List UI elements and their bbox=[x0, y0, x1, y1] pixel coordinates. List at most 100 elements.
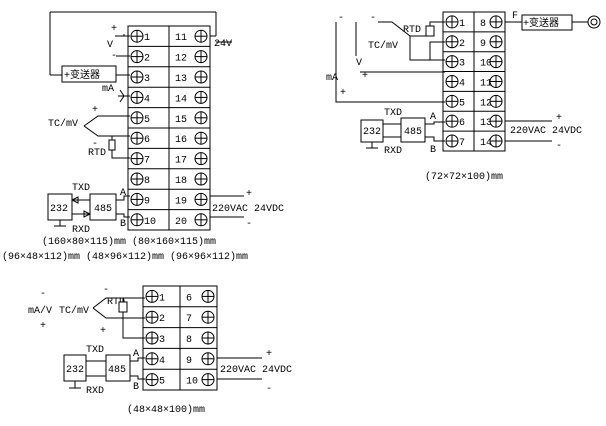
screw-terminal-icon bbox=[130, 90, 144, 104]
voltage-input-label: V bbox=[356, 58, 362, 69]
terminal-number: 6 bbox=[144, 135, 150, 146]
screw-terminal-icon bbox=[445, 114, 459, 128]
screw-terminal-icon bbox=[194, 192, 208, 206]
terminal-number: 11 bbox=[480, 78, 492, 89]
terminal-number: 9 bbox=[186, 356, 192, 367]
screw-terminal-icon bbox=[445, 134, 459, 148]
thermocouple-label: TC/mV bbox=[59, 305, 89, 317]
supply-24v-label: 24V bbox=[214, 39, 232, 50]
terminal-number: 10 bbox=[480, 59, 492, 70]
terminal-b-label: B bbox=[133, 382, 139, 393]
screw-terminal-icon bbox=[145, 373, 159, 387]
terminal-number: 5 bbox=[459, 98, 465, 109]
screw-terminal-icon bbox=[145, 289, 159, 303]
plus-sign: + bbox=[246, 189, 252, 200]
rs485-box-a bbox=[89, 193, 117, 221]
output-f-label: F bbox=[512, 11, 518, 22]
terminal-number: 9 bbox=[480, 39, 486, 50]
terminal-number: 10 bbox=[144, 217, 156, 228]
screw-terminal-icon bbox=[194, 111, 208, 125]
screw-terminal-icon bbox=[489, 74, 503, 88]
terminal-number: 3 bbox=[459, 59, 465, 70]
terminal-number: 14 bbox=[175, 94, 187, 105]
rxd-label: RXD bbox=[72, 225, 90, 236]
terminal-number: 7 bbox=[186, 314, 192, 325]
terminal-number: 7 bbox=[459, 138, 465, 149]
screw-terminal-icon bbox=[445, 15, 459, 29]
screw-terminal-icon bbox=[145, 352, 159, 366]
terminal-number: 3 bbox=[159, 335, 165, 346]
terminal-number: 9 bbox=[144, 196, 150, 207]
size-caption-a1: (160×80×115)mm (80×160×115)mm bbox=[42, 236, 216, 248]
minus-sign: - bbox=[40, 289, 46, 300]
txd-label: TXD bbox=[384, 108, 402, 119]
power-supply-label: 220VAC 24VDC bbox=[510, 126, 582, 137]
terminal-number: 16 bbox=[175, 135, 187, 146]
txd-label: TXD bbox=[86, 345, 104, 356]
terminal-number: 8 bbox=[480, 19, 486, 30]
screw-terminal-icon bbox=[130, 70, 144, 84]
rtd-label: RTD bbox=[403, 25, 421, 36]
terminal-number: 1 bbox=[144, 33, 150, 44]
terminal-number: 14 bbox=[480, 138, 492, 149]
screw-terminal-icon bbox=[194, 152, 208, 166]
rs232-label: 232 bbox=[66, 365, 84, 376]
screw-terminal-icon bbox=[489, 15, 503, 29]
rtd-label: RTD bbox=[107, 297, 125, 308]
transmitter-label-a: +变送器 bbox=[64, 68, 100, 82]
plus-sign: + bbox=[340, 88, 346, 99]
screw-terminal-icon bbox=[130, 29, 144, 43]
thermocouple-label: TC/mV bbox=[48, 118, 78, 130]
rs232-box-a bbox=[47, 193, 73, 221]
terminal-number: 19 bbox=[175, 196, 187, 207]
terminal-number: 17 bbox=[175, 156, 187, 167]
terminal-b-label: B bbox=[120, 219, 126, 230]
terminal-number: 18 bbox=[175, 176, 187, 187]
screw-terminal-icon bbox=[130, 111, 144, 125]
terminal-number: 1 bbox=[159, 293, 165, 304]
screw-terminal-icon bbox=[145, 310, 159, 324]
transmitter-box-a bbox=[61, 65, 117, 83]
minus-sign: - bbox=[266, 384, 272, 395]
screw-terminal-icon bbox=[489, 114, 503, 128]
terminal-number: 12 bbox=[175, 54, 187, 65]
screw-terminal-icon bbox=[130, 50, 144, 64]
screw-terminal-icon bbox=[194, 213, 208, 227]
terminal-number: 6 bbox=[459, 118, 465, 129]
screw-terminal-icon bbox=[489, 134, 503, 148]
voltage-input-label: V bbox=[107, 40, 113, 51]
terminal-number: 5 bbox=[159, 377, 165, 388]
minus-sign: - bbox=[103, 285, 109, 296]
terminal-b-label: B bbox=[430, 145, 436, 156]
transmitter-label-b: +变送器 bbox=[523, 16, 559, 30]
terminal-number: 2 bbox=[144, 54, 150, 65]
minus-sign: - bbox=[338, 13, 344, 24]
rs485-box-c bbox=[105, 354, 131, 382]
terminal-a-label: A bbox=[120, 188, 126, 199]
plus-sign: + bbox=[111, 24, 117, 35]
terminal-a-label: A bbox=[430, 112, 436, 123]
screw-terminal-icon bbox=[194, 131, 208, 145]
plus-sign: + bbox=[556, 113, 562, 124]
rxd-label: RXD bbox=[86, 386, 104, 397]
screw-terminal-icon bbox=[445, 94, 459, 108]
current-voltage-label: mA/V bbox=[28, 305, 52, 317]
plus-sign: + bbox=[266, 349, 272, 360]
screw-terminal-icon bbox=[445, 74, 459, 88]
screw-terminal-icon bbox=[130, 213, 144, 227]
terminal-number: 2 bbox=[459, 39, 465, 50]
terminal-number: 20 bbox=[175, 217, 187, 228]
screw-terminal-icon bbox=[489, 35, 503, 49]
power-supply-label: 220VAC 24VDC bbox=[212, 204, 284, 215]
terminal-number: 12 bbox=[480, 98, 492, 109]
plus-sign: + bbox=[100, 326, 106, 337]
screw-terminal-icon bbox=[201, 373, 215, 387]
screw-terminal-icon bbox=[201, 352, 215, 366]
screw-terminal-icon bbox=[145, 331, 159, 345]
screw-terminal-icon bbox=[130, 172, 144, 186]
rs232-label: 232 bbox=[363, 127, 381, 138]
